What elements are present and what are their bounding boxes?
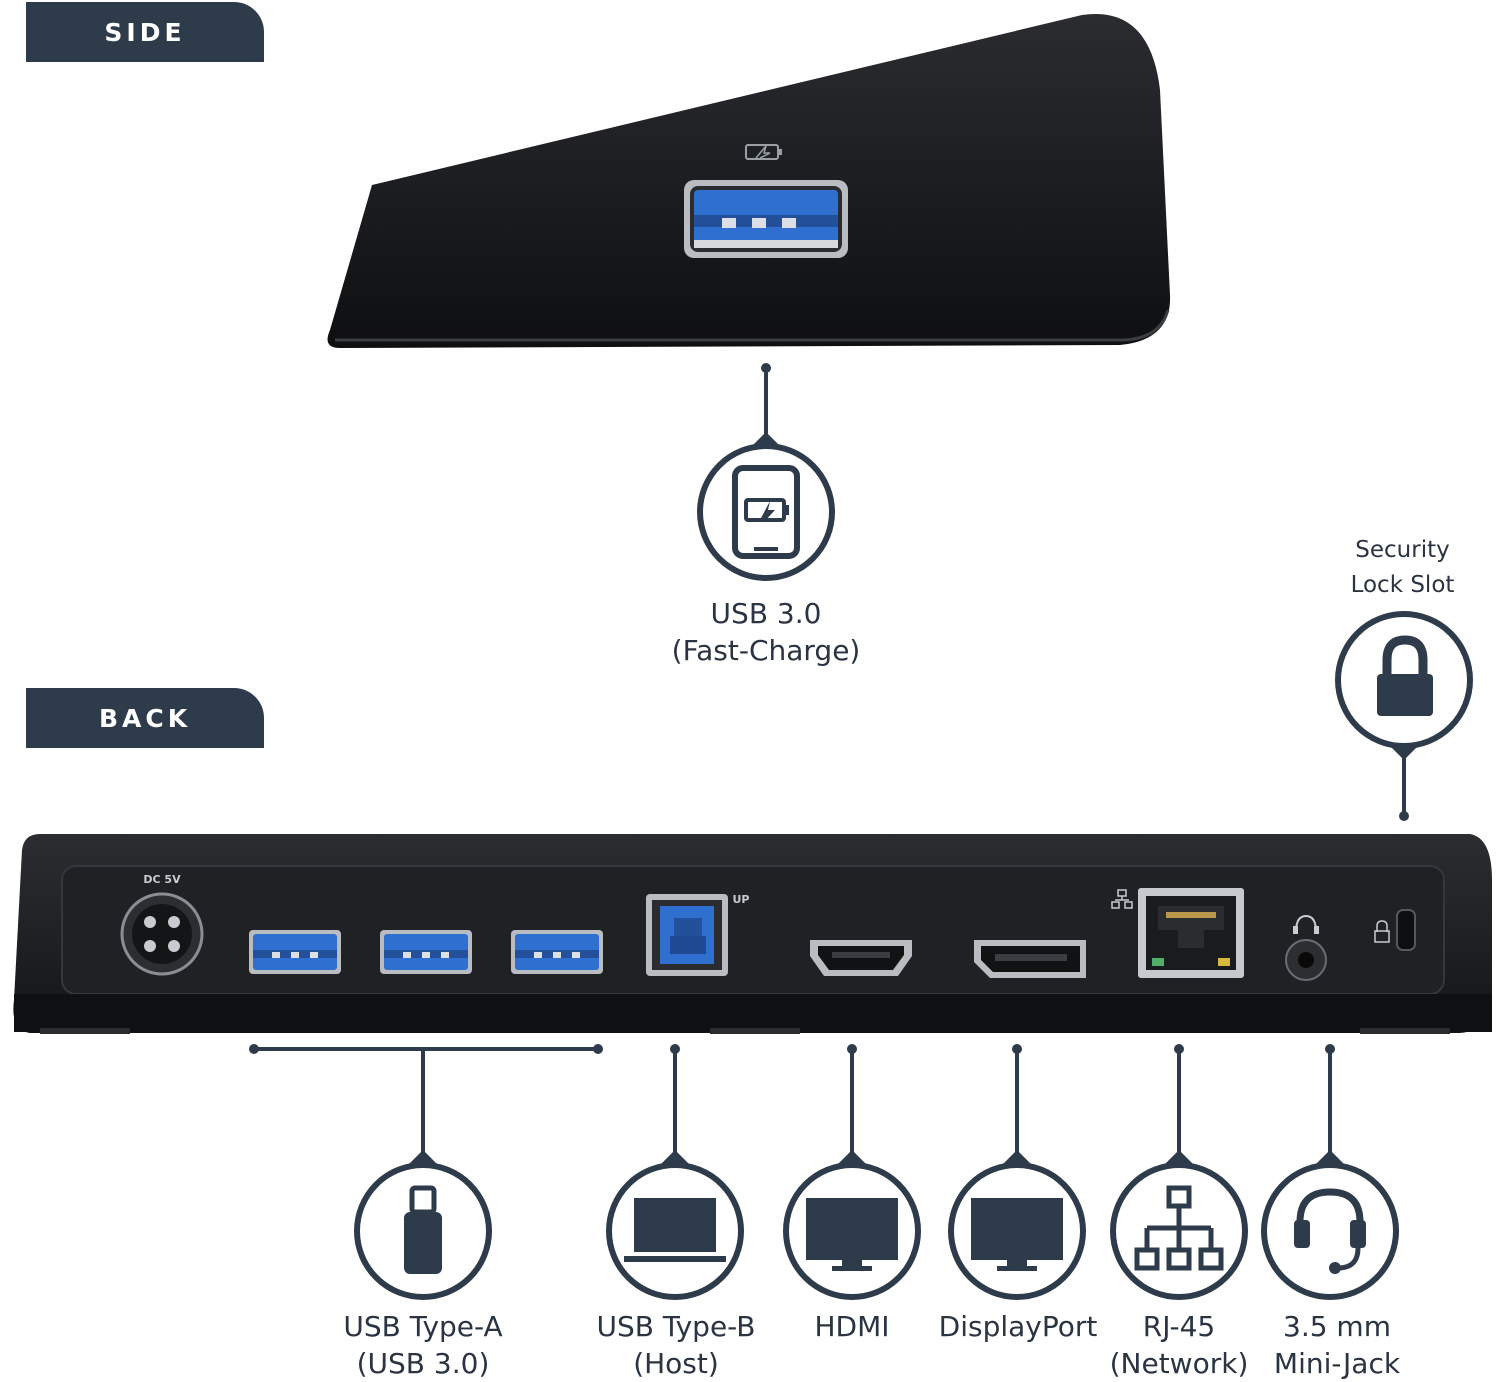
lock-marking-icon [1374, 920, 1390, 943]
dc-marking: DC 5V [143, 873, 181, 886]
headphone-marking-icon [1293, 914, 1319, 934]
monitor-icon [806, 1198, 898, 1271]
security-lock-slot [1396, 909, 1416, 951]
monitor-icon [971, 1198, 1063, 1271]
usb-flash-drive-icon [404, 1185, 442, 1274]
displayport-port [974, 940, 1086, 978]
dc-power-port [120, 892, 204, 976]
usb-a-port-2 [380, 930, 472, 974]
usb-b-port [646, 894, 728, 976]
security-lock-label: Security Lock Slot [1350, 537, 1455, 598]
rj45-port [1138, 888, 1244, 978]
usb-type-a-label: USB Type-A (USB 3.0) [343, 1310, 503, 1380]
padlock-icon [1377, 635, 1433, 716]
headset-icon [1294, 1188, 1366, 1274]
usb-a-port-side [684, 180, 848, 258]
tablet-charging-icon [732, 465, 800, 559]
displayport-label: DisplayPort [938, 1310, 1098, 1343]
usb-a-port-3 [511, 930, 603, 974]
rj45-label: RJ-45 (Network) [1109, 1310, 1249, 1380]
usb-type-b-label: USB Type-B (Host) [596, 1310, 756, 1380]
network-tree-icon [1134, 1185, 1224, 1271]
side-section-tag: SIDE [26, 2, 264, 62]
back-section-tag: BACK [26, 688, 264, 748]
charging-marking-icon [745, 144, 782, 160]
up-marking: UP [733, 893, 750, 906]
audio-jack-port [1285, 939, 1327, 981]
usb30-fast-charge-label: USB 3.0 (Fast-Charge) [671, 597, 861, 667]
dock-back-view: DC 5V [13, 834, 1492, 1034]
laptop-icon [624, 1198, 726, 1262]
hdmi-port [810, 940, 912, 976]
mini-jack-label: 3.5 mm Mini-Jack [1273, 1310, 1401, 1380]
dock-side-view [327, 13, 1171, 349]
network-marking-icon [1111, 889, 1133, 909]
hdmi-label: HDMI [814, 1310, 890, 1343]
usb-a-port-1 [249, 930, 341, 974]
